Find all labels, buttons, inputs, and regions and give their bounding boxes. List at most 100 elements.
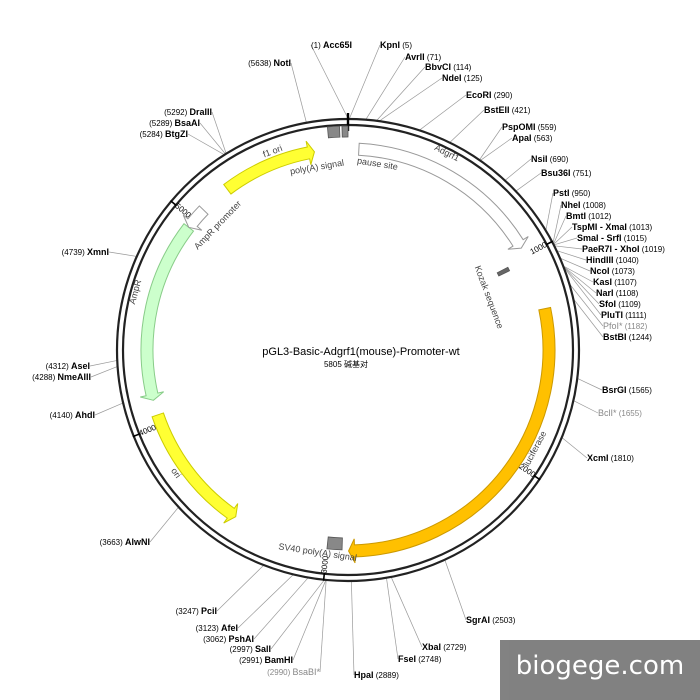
watermark-logo: biogege.com <box>500 640 700 700</box>
site-nari: NarI (1108) <box>596 288 639 298</box>
restriction-site-labels: KpnI (5)AvrII (71)BbvCI (114)NdeI (125)E… <box>32 40 665 680</box>
adgrf1-feature <box>358 142 529 250</box>
site-xbai: XbaI (2729) <box>422 642 467 652</box>
site-bsaai: (5289) BsaAI <box>149 118 200 128</box>
ampr-feature <box>140 223 195 401</box>
ampr-promoter-feature <box>182 205 209 231</box>
leader-pspomi <box>479 126 503 161</box>
site-apai: ApaI (563) <box>512 133 553 143</box>
site-sfoi: SfoI (1109) <box>599 299 641 309</box>
site-draiii: (5292) DraIII <box>164 107 212 117</box>
leader-asei <box>89 360 118 367</box>
leader-hpai <box>351 580 355 676</box>
site-nmeaiii: (4288) NmeAIII <box>32 372 91 382</box>
site-pcii: (3247) PciI <box>176 606 217 616</box>
leader-tspmi-xmai <box>553 226 573 245</box>
leader-bsu36i <box>515 172 542 192</box>
site-bstbi: BstBI (1244) <box>603 332 652 342</box>
leader-sfoi <box>563 266 600 305</box>
leader-avrii <box>365 56 406 120</box>
leader-bbvci <box>376 66 426 121</box>
site-noti: (5638) NotI <box>248 58 291 68</box>
leader-bstbi <box>572 298 604 338</box>
leader-psti <box>545 192 554 231</box>
leader-nari <box>563 265 597 294</box>
ori-feature-label: ori <box>169 466 183 480</box>
leader-draiii <box>211 111 227 154</box>
luciferase-feature <box>347 306 556 564</box>
leader-alwni <box>149 506 179 543</box>
scale-tick-1000 <box>545 240 554 246</box>
leader-btgzi <box>187 133 225 156</box>
kozak-box <box>496 266 511 277</box>
leader-fsei <box>386 577 399 660</box>
leader-bcli <box>573 400 599 414</box>
site-alwni: (3663) AlwNI <box>100 537 150 547</box>
site-avrii: AvrII (71) <box>405 52 441 62</box>
leader-xmni <box>108 251 137 257</box>
leader-pcii <box>216 564 265 612</box>
polya-signal-box <box>326 125 341 139</box>
site-bsrgi: BsrGI (1565) <box>602 385 652 395</box>
scale-tick-3000 <box>322 572 326 581</box>
site-pfoi: PfoI* (1182) <box>603 321 648 331</box>
site-tspmi-xmai: TspMI - XmaI (1013) <box>572 222 653 232</box>
site-ndei: NdeI (125) <box>442 73 483 83</box>
leader-ecori <box>419 94 467 131</box>
leader-xbai <box>390 576 423 648</box>
site-smai-srfi: SmaI - SrfI (1015) <box>577 233 647 243</box>
site-hindiii: HindIII (1040) <box>586 255 639 265</box>
ampr-feature-label: AmpR <box>127 278 143 305</box>
leader-pfoi <box>568 283 604 327</box>
site-afei: (3123) AfeI <box>196 623 238 633</box>
site-acc65i: (1) Acc65I <box>311 40 352 50</box>
leader-bsabi <box>319 579 327 673</box>
leader-kasi <box>562 265 594 283</box>
pause-site-box <box>341 125 349 138</box>
site-kasi: KasI (1107) <box>593 277 637 287</box>
leader-kpni <box>348 44 381 120</box>
leader-apai <box>480 137 513 161</box>
site-bcli: BclI* (1655) <box>598 408 642 418</box>
site-sgrai: SgrAI (2503) <box>466 615 516 625</box>
site-sali: (2997) SalI <box>230 644 271 654</box>
site-ecori: EcoRI (290) <box>466 90 513 100</box>
leader-afei <box>237 574 294 629</box>
leader-noti <box>290 62 307 123</box>
leader-smai-srfi <box>553 237 578 246</box>
site-ahdi: (4140) AhdI <box>50 410 95 420</box>
leader-bsrgi <box>577 378 603 391</box>
scale-tick-5000 <box>169 200 178 207</box>
leader-nhei <box>552 204 562 244</box>
leader-bmti <box>553 215 567 245</box>
site-bsu36i: Bsu36I (751) <box>541 168 592 178</box>
leader-bamhi <box>292 579 327 661</box>
leader-paer7i-xhoi <box>554 245 583 250</box>
site-hpai: HpaI (2889) <box>354 670 399 680</box>
plasmid-title: pGL3-Basic-Adgrf1(mouse)-Promoter-wt <box>262 346 459 358</box>
site-ncoi: NcoI (1073) <box>590 266 635 276</box>
site-leader-lines <box>89 44 604 676</box>
site-xmni: (4739) XmnI <box>62 247 109 257</box>
f1-ori-feature <box>223 140 315 195</box>
site-bbvci: BbvCI (114) <box>425 62 472 72</box>
leader-bsaai <box>199 122 226 155</box>
sv40-polya-box-label: SV40 poly(A) signal <box>278 541 358 563</box>
leader-nsii <box>504 158 532 181</box>
site-pspomi: PspOMI (559) <box>502 122 557 132</box>
leader-sali <box>270 579 325 650</box>
site-paer7i-xhoi: PaeR7I - XhoI (1019) <box>582 244 665 254</box>
site-bsabi: (2990) BsaBI* <box>267 667 320 677</box>
site-bmti: BmtI (1012) <box>566 211 612 221</box>
site-nsii: NsiI (690) <box>531 154 569 164</box>
leader-pluti <box>563 266 602 316</box>
site-psti: PstI (950) <box>553 188 591 198</box>
site-nhei: NheI (1008) <box>561 200 606 210</box>
scale-tick-2000 <box>533 474 541 481</box>
leader-ahdi <box>94 402 124 416</box>
site-asei: (4312) AseI <box>46 361 90 371</box>
leader-acc65i <box>310 44 349 120</box>
scale-label-3000: 3000 <box>319 555 330 574</box>
site-btgzi: (5284) BtgZI <box>140 129 188 139</box>
